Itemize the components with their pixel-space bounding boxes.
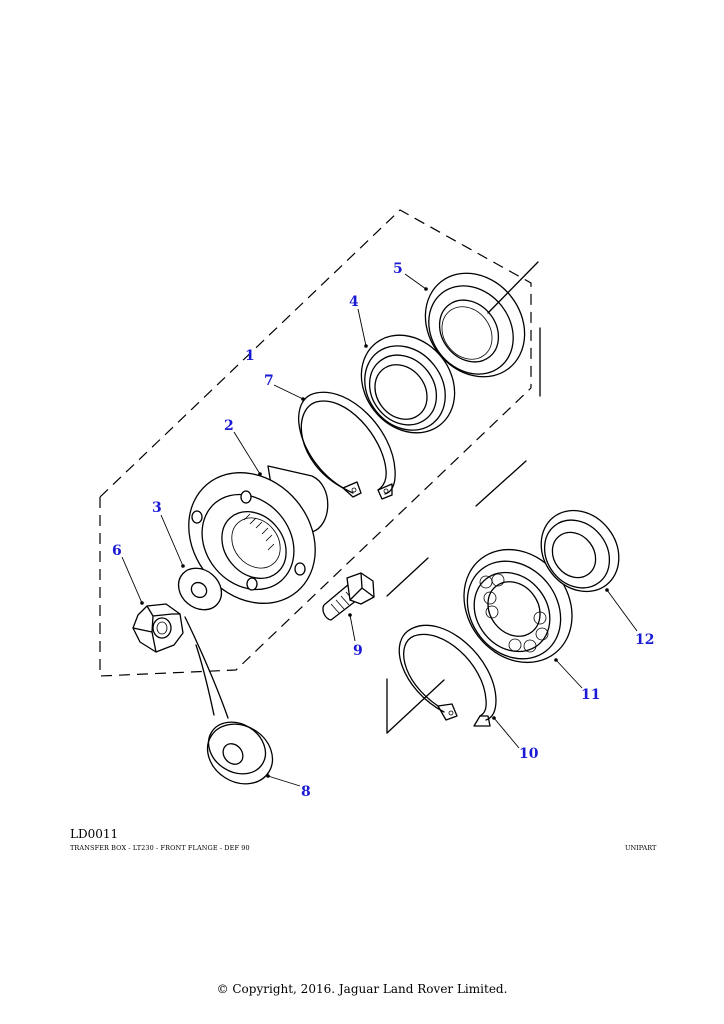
part-6-nut <box>132 603 184 653</box>
brand-label: UNIPART <box>625 844 657 852</box>
part-3-washer <box>177 567 223 611</box>
part-10-circlip <box>398 624 497 727</box>
callout-4: 4 <box>349 294 359 310</box>
part-7-circlip <box>298 391 396 500</box>
callout-5: 5 <box>393 261 403 277</box>
callout-10: 10 <box>519 746 539 762</box>
callout-1: 1 <box>245 348 255 364</box>
callout-numbers: 1 2 3 4 5 6 7 8 9 10 11 12 <box>112 261 654 800</box>
callout-2: 2 <box>224 418 234 434</box>
diagram-code: LD0011 <box>70 827 119 841</box>
callout-3: 3 <box>152 500 162 516</box>
bearing-group-indicator <box>386 460 527 734</box>
callout-leader-lines <box>121 273 638 787</box>
callout-9: 9 <box>353 643 363 659</box>
part-4-bearing <box>360 334 456 434</box>
callout-6: 6 <box>112 543 122 559</box>
callout-7: 7 <box>264 373 274 389</box>
copyright-notice: © Copyright, 2016. Jaguar Land Rover Lim… <box>216 982 508 996</box>
part-11-bearing <box>463 548 573 664</box>
diagram-caption: TRANSFER BOX - LT230 - FRONT FLANGE - DE… <box>70 844 250 852</box>
assembly-kit-boundary <box>99 209 532 677</box>
callout-11: 11 <box>581 687 600 703</box>
callout-12: 12 <box>635 632 654 648</box>
part-12-oil-seal <box>540 509 620 593</box>
part-8-washer <box>184 616 274 785</box>
part-5-oil-seal <box>424 261 541 397</box>
callout-8: 8 <box>301 784 311 800</box>
part-2-flange <box>188 465 329 604</box>
part-9-bolt <box>322 572 375 621</box>
